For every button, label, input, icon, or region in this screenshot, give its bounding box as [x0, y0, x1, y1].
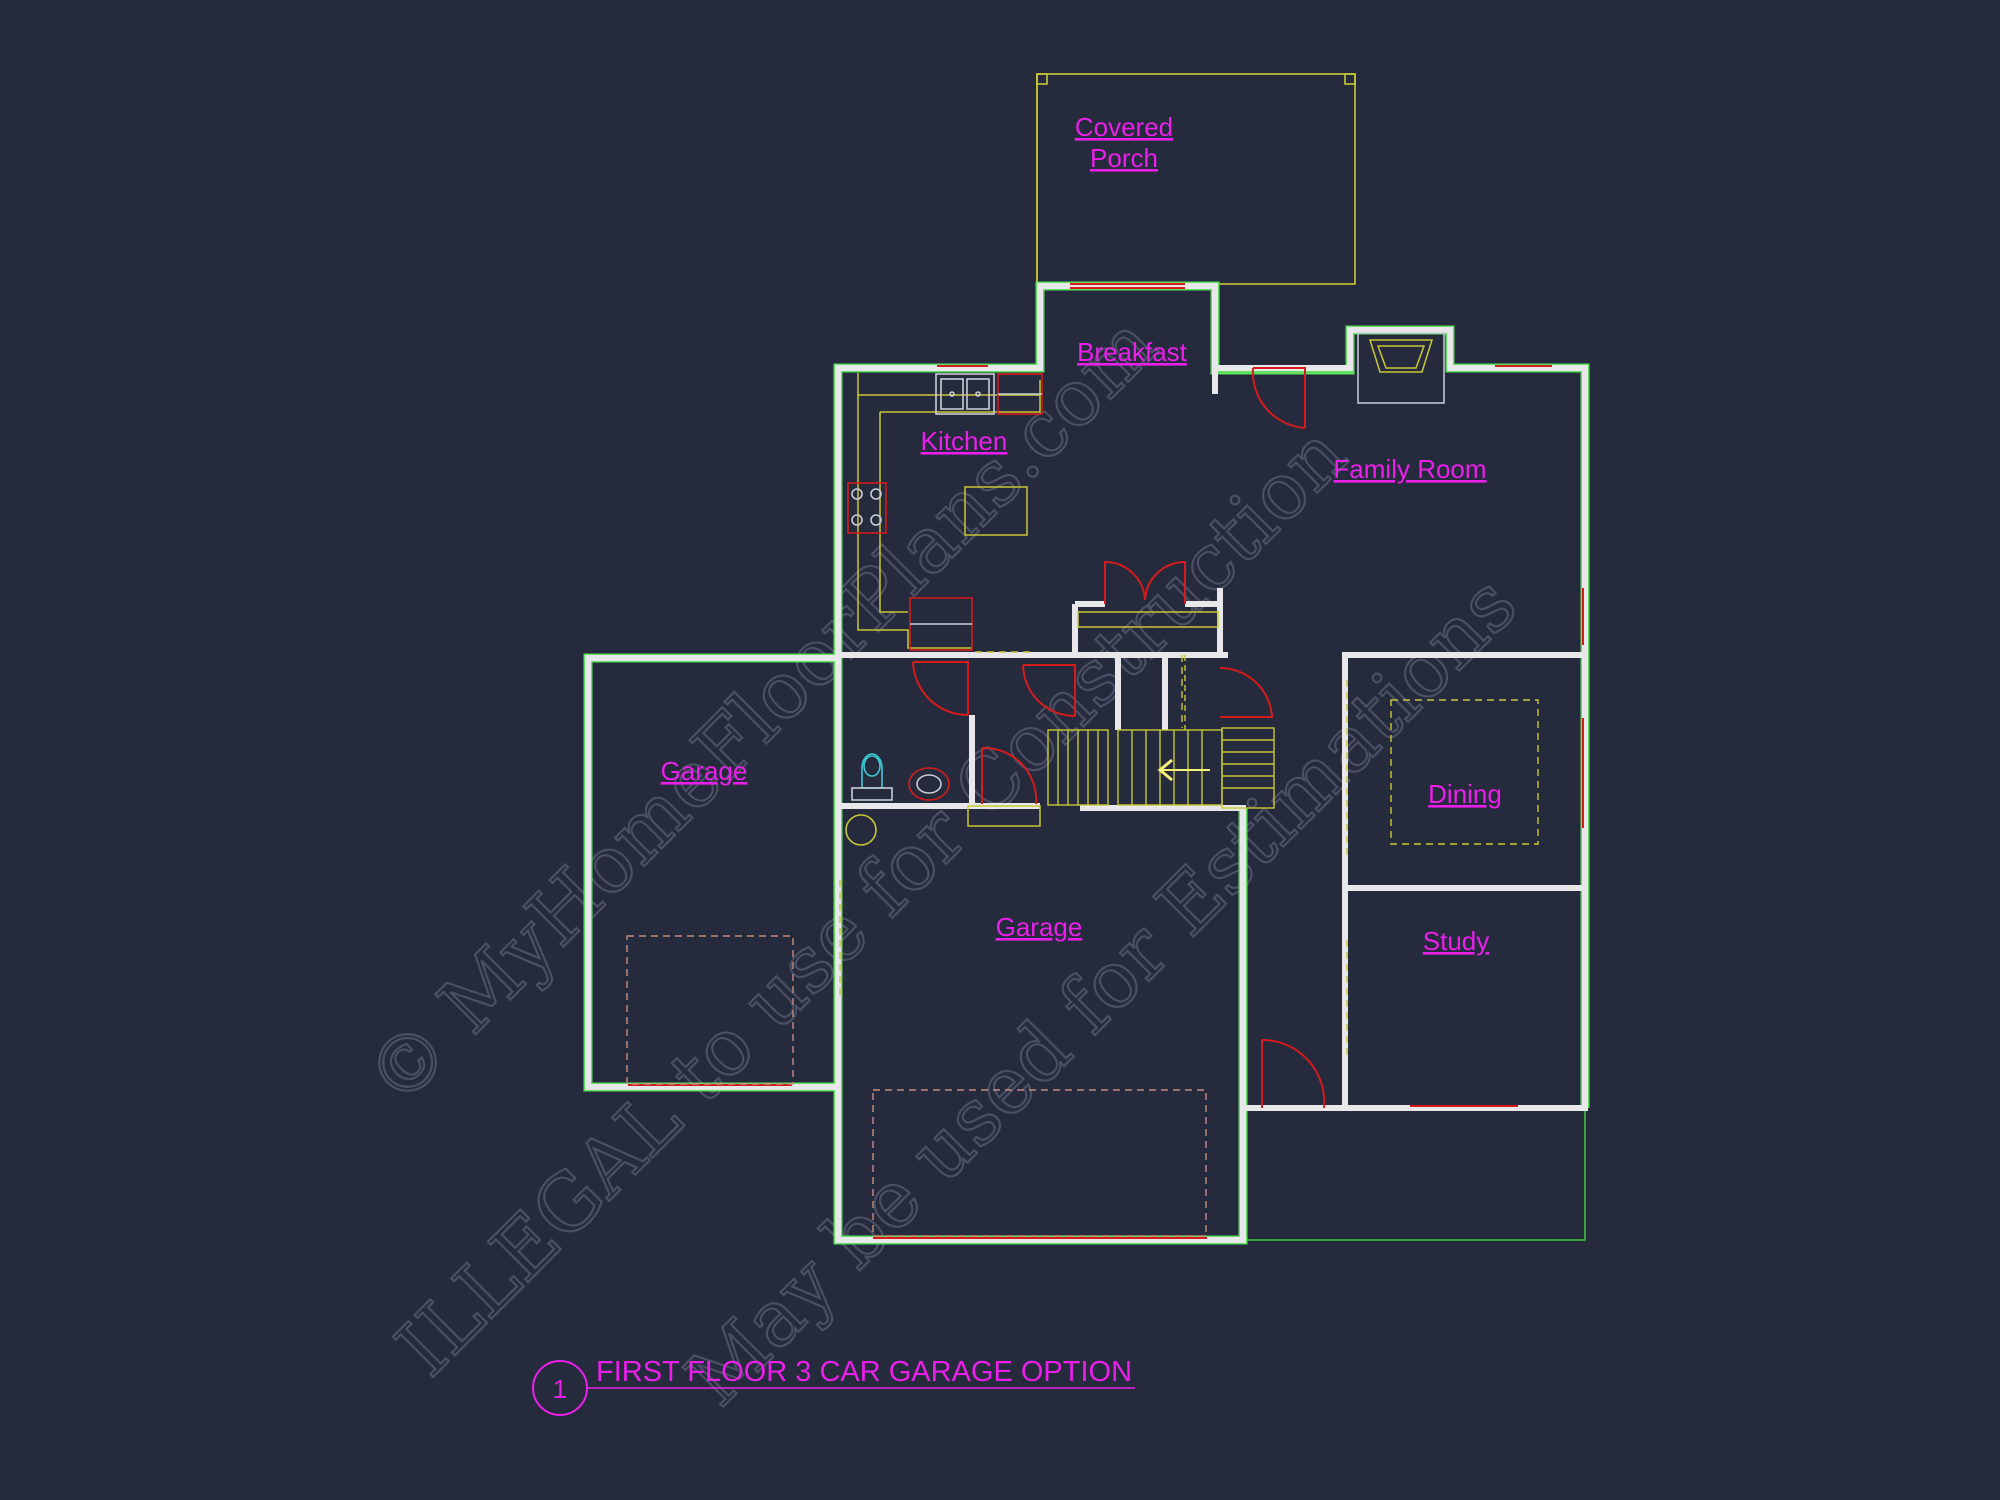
sink-icon	[935, 373, 995, 415]
dashed-outlines	[626, 651, 1539, 1237]
label-study: Study	[1423, 926, 1490, 956]
kitchen-fixtures	[857, 373, 1219, 649]
refrigerator-icon	[909, 597, 973, 651]
landing-step	[967, 805, 1041, 827]
stove-icon	[847, 482, 887, 534]
walls	[583, 281, 1590, 1245]
kitchen-island	[964, 486, 1028, 536]
title-text: FIRST FLOOR 3 CAR GARAGE OPTION	[596, 1356, 1132, 1388]
windows	[628, 283, 1584, 1239]
drawing-title: 1 FIRST FLOOR 3 CAR GARAGE OPTION	[532, 1356, 1135, 1416]
room-labels: Covered Porch Breakfast Kitchen Family R…	[661, 112, 1502, 956]
rear-patio	[1242, 1107, 1586, 1241]
dishwasher-icon	[997, 373, 1043, 415]
label-covered-porch-2: Porch	[1090, 143, 1158, 173]
fireplace-icon	[1357, 332, 1445, 404]
label-garage-left: Garage	[661, 756, 748, 786]
covered-porch	[1036, 73, 1356, 285]
label-family-room: Family Room	[1333, 454, 1486, 484]
label-covered-porch-1: Covered	[1075, 112, 1173, 142]
label-kitchen: Kitchen	[921, 426, 1008, 456]
doors	[912, 367, 1326, 1109]
stairs	[1047, 655, 1275, 809]
water-heater-icon	[845, 814, 877, 846]
label-garage-main: Garage	[996, 912, 1083, 942]
label-breakfast: Breakfast	[1077, 337, 1188, 367]
label-dining: Dining	[1428, 779, 1502, 809]
lavatory-icon	[908, 767, 950, 801]
title-number: 1	[553, 1374, 567, 1404]
toilet-icon	[851, 753, 893, 801]
